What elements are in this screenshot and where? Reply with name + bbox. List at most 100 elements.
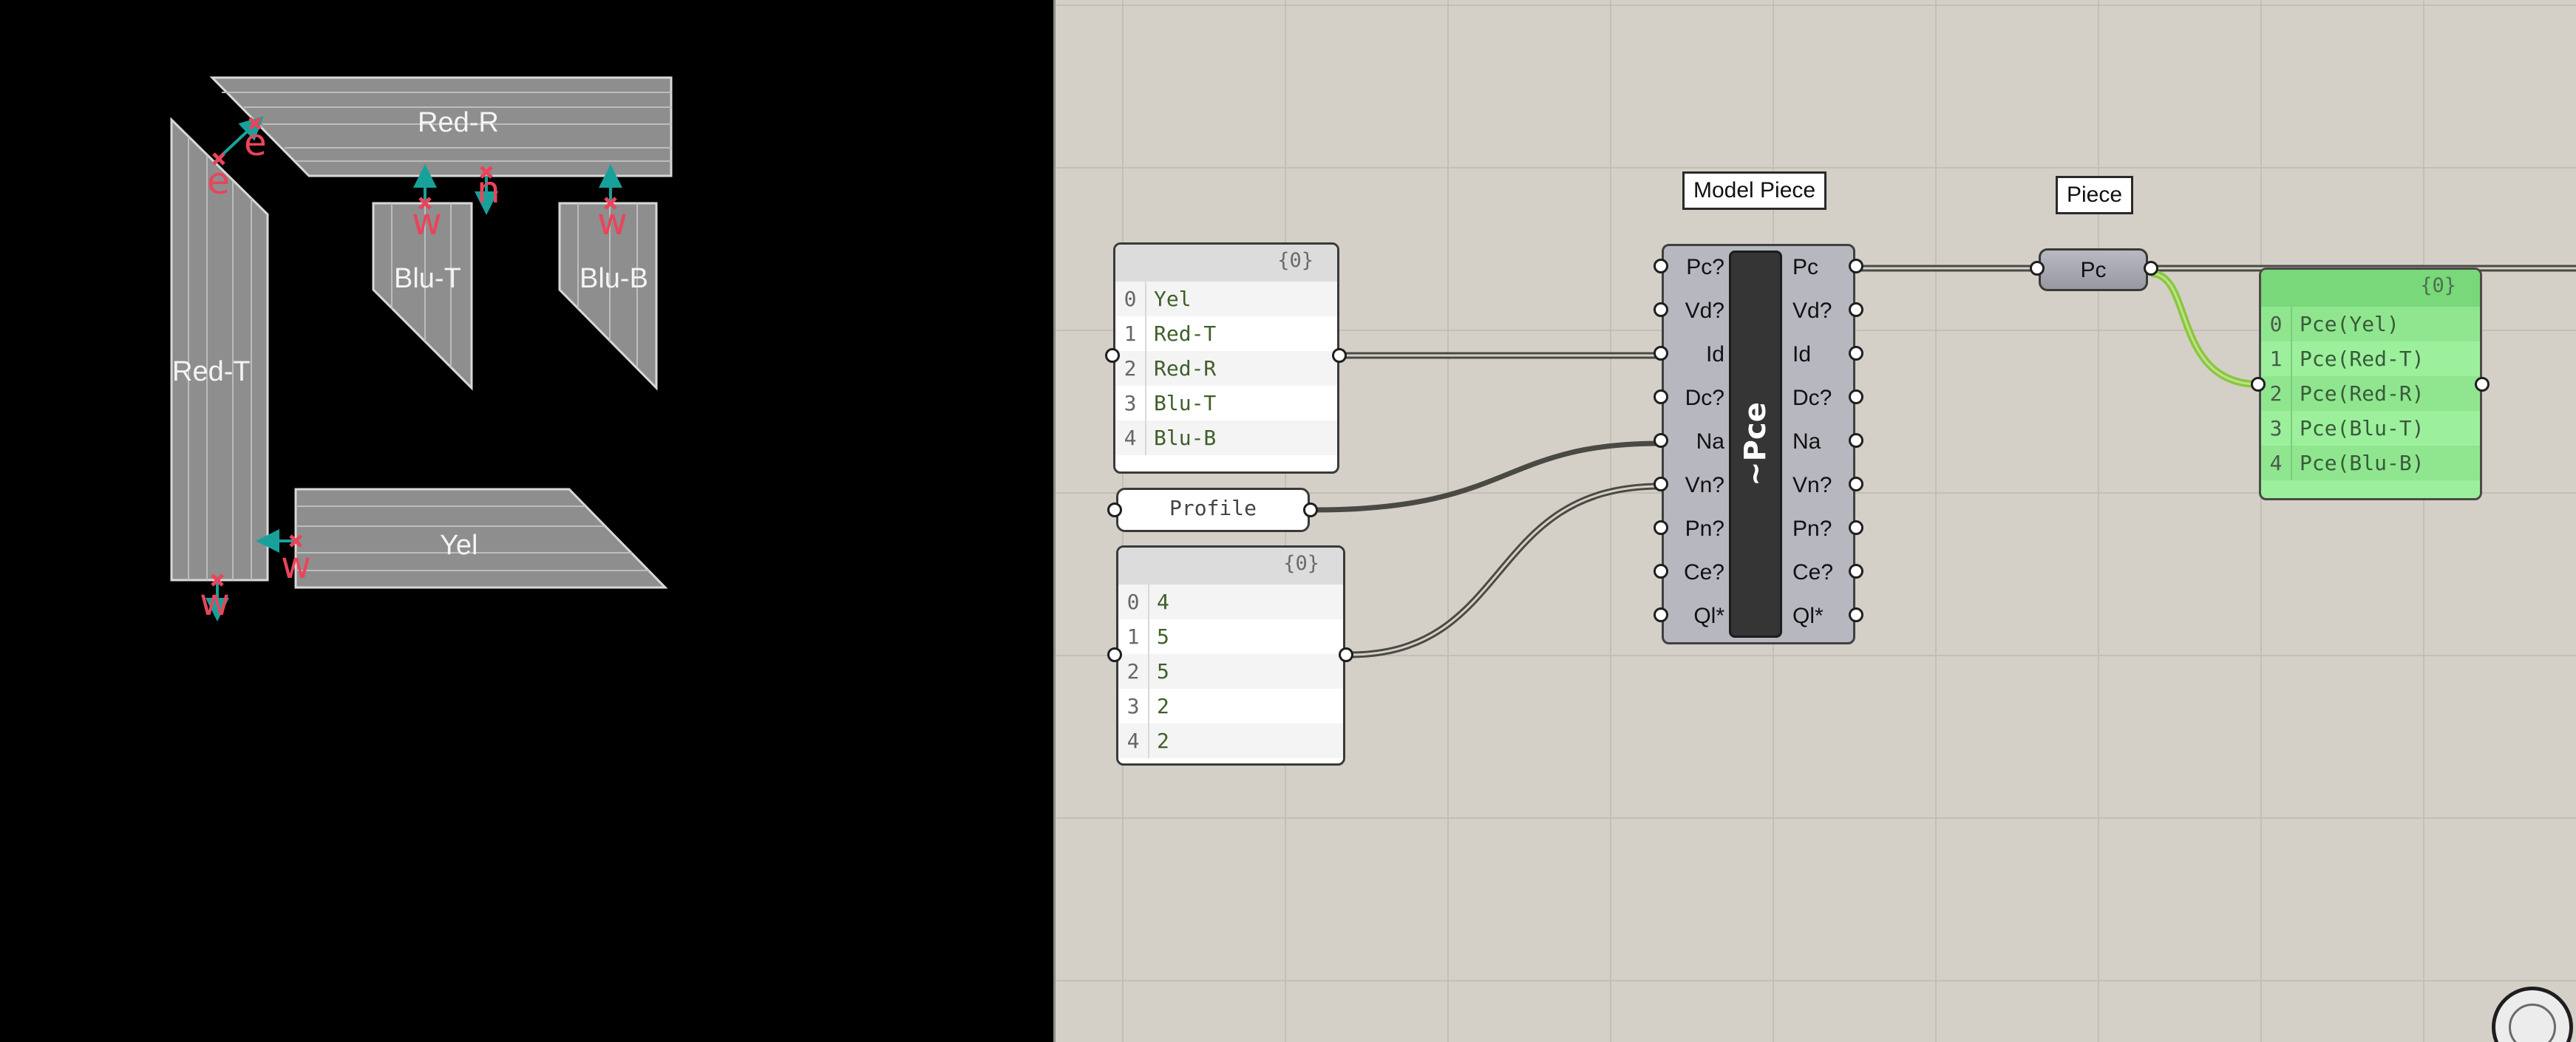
component-output-port[interactable]: Pc bbox=[1792, 255, 1819, 279]
component-output-port[interactable]: Vd? bbox=[1792, 299, 1832, 323]
dim-label-w-blu-t: w bbox=[412, 200, 442, 243]
piece-blu-b[interactable] bbox=[558, 202, 658, 391]
ids-panel-input-grip[interactable] bbox=[1105, 348, 1120, 363]
component-output-grip[interactable] bbox=[1849, 346, 1863, 361]
component-input-port[interactable]: Ce? bbox=[1683, 560, 1724, 585]
component-input-grip[interactable] bbox=[1654, 389, 1668, 404]
component-nickname: ~Pce bbox=[1739, 402, 1773, 486]
row-value: Pce(Yel) bbox=[2300, 312, 2399, 336]
label-red-t: Red-T bbox=[172, 356, 251, 387]
component-input-grip[interactable] bbox=[1654, 302, 1668, 317]
output-panel-input-grip[interactable] bbox=[2251, 377, 2266, 392]
component-input-port[interactable]: Vn? bbox=[1685, 473, 1724, 497]
component-output-grip[interactable] bbox=[1849, 520, 1863, 535]
row-value: Pce(Red-R) bbox=[2300, 381, 2424, 406]
piece-input-grip[interactable] bbox=[2030, 261, 2045, 276]
component-core[interactable]: ~Pce bbox=[1729, 251, 1782, 638]
component-input-grip[interactable] bbox=[1654, 346, 1668, 361]
piece-red-r[interactable] bbox=[209, 76, 673, 177]
component-input-port[interactable]: Ql* bbox=[1693, 604, 1724, 628]
row-index: 0 bbox=[1115, 282, 1146, 316]
row-index: 2 bbox=[1118, 654, 1149, 689]
row-index: 3 bbox=[2261, 411, 2292, 446]
row-index: 4 bbox=[2261, 446, 2292, 480]
component-input-grip[interactable] bbox=[1654, 433, 1668, 448]
canvas-navigation-widget[interactable] bbox=[2492, 987, 2573, 1042]
label-blu-b: Blu-B bbox=[580, 263, 648, 294]
component-input-grip[interactable] bbox=[1654, 564, 1668, 579]
row-index: 1 bbox=[2261, 341, 2292, 376]
piece-output-grip[interactable] bbox=[2144, 261, 2158, 276]
row-value: 5 bbox=[1157, 659, 1169, 684]
row-value: 5 bbox=[1157, 624, 1169, 649]
piece-yel[interactable] bbox=[294, 488, 668, 589]
component-input-grip[interactable] bbox=[1654, 520, 1668, 535]
component-tooltip: Model Piece bbox=[1682, 171, 1827, 210]
numbers-panel-output-grip[interactable] bbox=[1339, 647, 1353, 662]
component-output-port[interactable]: Pn? bbox=[1792, 517, 1832, 541]
component-input-port[interactable]: Vd? bbox=[1685, 299, 1724, 323]
row-value: Pce(Blu-B) bbox=[2300, 451, 2424, 475]
ids-panel-output-grip[interactable] bbox=[1332, 348, 1347, 363]
panel-path-header: {0} bbox=[2261, 270, 2480, 307]
component-output-port[interactable]: Dc? bbox=[1792, 386, 1832, 410]
component-input-port[interactable]: Pc? bbox=[1686, 255, 1724, 279]
piece-tooltip: Piece bbox=[2056, 176, 2134, 214]
row-index: 1 bbox=[1115, 316, 1146, 351]
rhino-viewport[interactable]: Red-R Red-T Blu-T Blu-B Yel e e w n w w … bbox=[0, 0, 1053, 1042]
row-index: 1 bbox=[1118, 619, 1149, 654]
component-input-grip[interactable] bbox=[1654, 607, 1668, 622]
dimension-crosses bbox=[211, 117, 617, 587]
component-input-port[interactable]: Pn? bbox=[1685, 517, 1724, 541]
list-item: 2 Pce(Red-R) bbox=[2261, 376, 2480, 411]
component-output-grip[interactable] bbox=[1849, 477, 1863, 491]
profile-input-grip[interactable] bbox=[1107, 503, 1122, 517]
piece-param[interactable]: Pc bbox=[2039, 248, 2148, 291]
component-output-grip[interactable] bbox=[1849, 433, 1863, 448]
row-value: Blu-B bbox=[1154, 426, 1217, 450]
component-input-grip[interactable] bbox=[1654, 477, 1668, 491]
component-output-grip[interactable] bbox=[1849, 564, 1863, 579]
component-input-port[interactable]: Id bbox=[1705, 342, 1724, 367]
component-output-grip[interactable] bbox=[1849, 607, 1863, 622]
numbers-panel-input-grip[interactable] bbox=[1107, 647, 1122, 662]
piece-blu-t[interactable] bbox=[372, 202, 473, 391]
component-input-port[interactable]: Na bbox=[1696, 429, 1724, 454]
label-red-r: Red-R bbox=[418, 107, 499, 138]
profile-param[interactable]: Profile bbox=[1116, 488, 1310, 532]
output-panel-output-grip[interactable] bbox=[2475, 377, 2490, 392]
component-output-port[interactable]: Id bbox=[1792, 342, 1812, 367]
component-output-port[interactable]: Na bbox=[1792, 429, 1821, 454]
component-output-port[interactable]: Vn? bbox=[1792, 473, 1832, 497]
component-output-port[interactable]: Ql* bbox=[1792, 604, 1824, 628]
component-output-grip[interactable] bbox=[1849, 302, 1863, 317]
row-value: 2 bbox=[1157, 729, 1169, 753]
viewport-geometry bbox=[170, 76, 673, 622]
piece-red-t[interactable] bbox=[170, 117, 269, 582]
profile-output-grip[interactable] bbox=[1303, 503, 1318, 517]
component-output-port[interactable]: Ce? bbox=[1792, 560, 1834, 585]
label-yel: Yel bbox=[440, 530, 478, 561]
dim-label-w-blu-b: w bbox=[597, 200, 628, 243]
component-input-port[interactable]: Dc? bbox=[1685, 386, 1724, 410]
row-index: 4 bbox=[1115, 420, 1146, 455]
component-output-grip[interactable] bbox=[1849, 389, 1863, 404]
component-input-grip[interactable] bbox=[1654, 259, 1668, 273]
row-index: 2 bbox=[2261, 376, 2292, 411]
component-output-grip[interactable] bbox=[1849, 259, 1863, 273]
row-index: 4 bbox=[1118, 723, 1149, 758]
